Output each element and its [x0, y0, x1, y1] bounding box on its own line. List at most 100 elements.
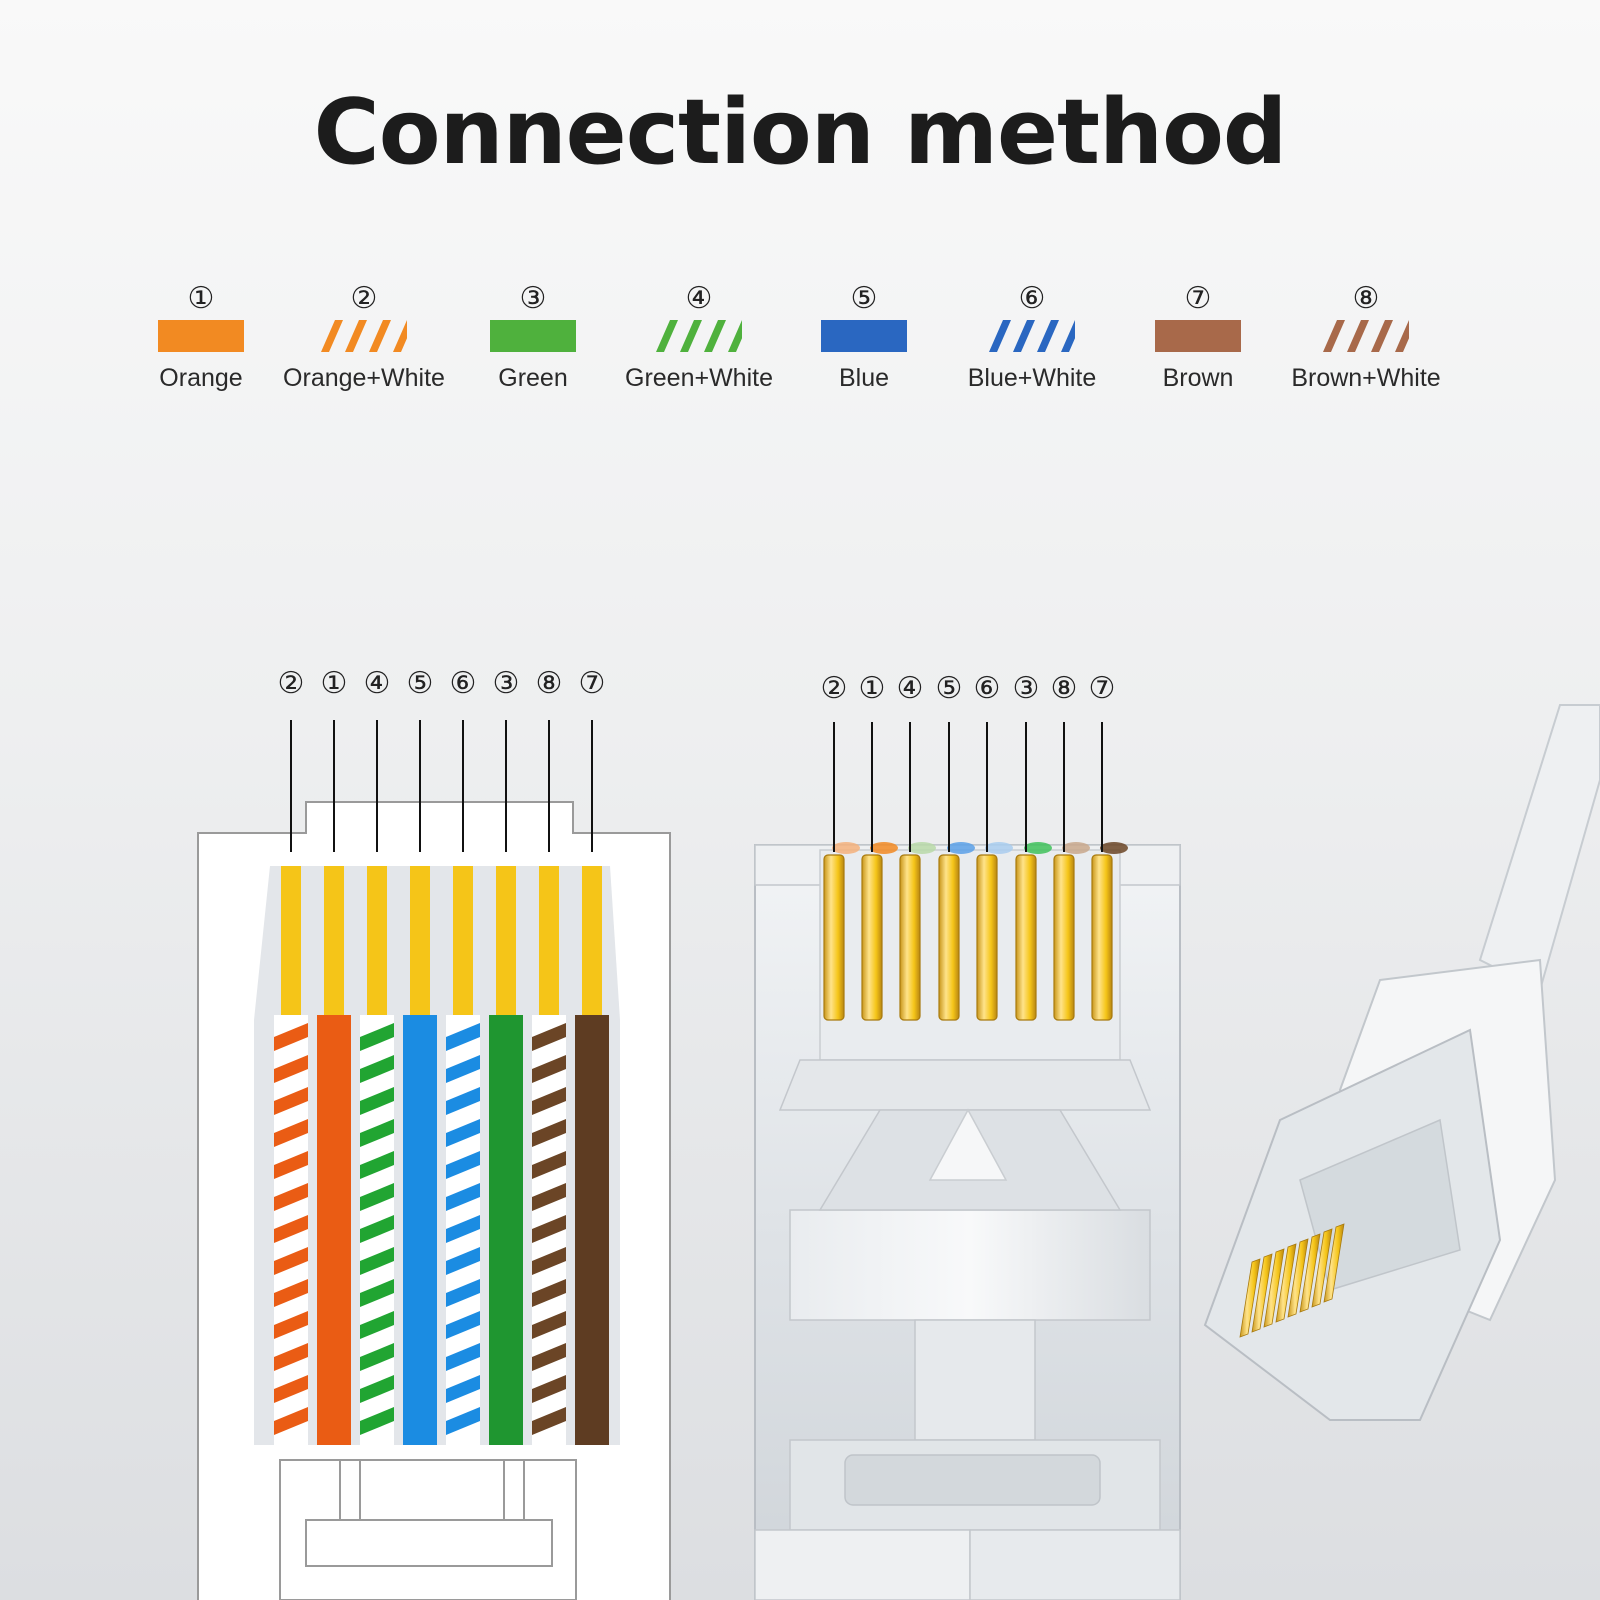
pin-number: ① [858, 671, 886, 706]
rj45-connector-front [754, 722, 1181, 1600]
gold-pin [861, 854, 883, 1021]
legend-item-green-white: ④ Green+White [599, 282, 799, 402]
latch-tab-right [503, 1459, 525, 1521]
wire-stripe [446, 1023, 480, 1051]
pin-number: ⑥ [973, 671, 1001, 706]
wire-solid [403, 1015, 437, 1445]
wire-stripe [446, 1279, 480, 1307]
legend-swatch-brown [1155, 320, 1241, 352]
legend-item-brown-white: ⑧ Brown+White [1266, 282, 1466, 402]
gold-pin [1311, 1228, 1333, 1308]
wire-stripe [532, 1023, 566, 1051]
legend-number: ③ [519, 281, 547, 316]
body-step [778, 1059, 1152, 1111]
pin-number: ⑦ [578, 666, 606, 701]
legend-label: Green+White [625, 364, 773, 392]
legend-swatch-orange [158, 320, 244, 352]
wire-stripe [274, 1247, 308, 1275]
wire-stripe [446, 1247, 480, 1275]
rj45-schematic [197, 720, 671, 1600]
connector-leader-lines [833, 722, 1103, 852]
gold-contact-pins [823, 854, 1113, 1021]
pin-number: ④ [363, 666, 391, 701]
legend-label: Orange+White [283, 364, 445, 392]
pin-number: ⑤ [406, 666, 434, 701]
wire-stripe [360, 1055, 394, 1083]
wire-stripe [360, 1023, 394, 1051]
legend-swatch-green-white [656, 320, 742, 352]
wire-stripe [360, 1279, 394, 1307]
wire-stripe [360, 1183, 394, 1211]
pin-number: ⑤ [935, 671, 963, 706]
rj45-plug-angled [1203, 704, 1600, 1421]
wire-tip [985, 842, 1013, 854]
pin-number: ② [820, 671, 848, 706]
legend-label: Green [498, 364, 568, 392]
wire-stripe [446, 1087, 480, 1115]
wire-stripe [274, 1343, 308, 1371]
base-left [754, 1529, 971, 1600]
wire-stripe [446, 1343, 480, 1371]
gold-pin [1299, 1233, 1321, 1313]
legend-swatch-orange-white [321, 320, 407, 352]
gold-pin [1015, 854, 1037, 1021]
wire-stripe [360, 1311, 394, 1339]
wire-stripe [446, 1407, 480, 1435]
legend-number: ⑧ [1352, 281, 1380, 316]
pin-number: ③ [492, 666, 520, 701]
wire-stripe [446, 1183, 480, 1211]
legend-swatch-green [490, 320, 576, 352]
pin-number: ⑥ [449, 666, 477, 701]
wire-stripe [532, 1311, 566, 1339]
wire-tip [947, 842, 975, 854]
gold-pin [324, 866, 344, 1015]
legend-number: ⑤ [850, 281, 878, 316]
boot-block [914, 1319, 1036, 1441]
gold-pin [1091, 854, 1113, 1021]
wire-stripe [360, 1407, 394, 1435]
wire-stripe [446, 1151, 480, 1179]
wire-tip [870, 842, 898, 854]
latch-tab-left [339, 1459, 361, 1521]
gold-pin [1323, 1223, 1345, 1303]
wire-stripe [532, 1087, 566, 1115]
legend-item-brown: ⑦ Brown [1098, 282, 1298, 402]
wire-stripe [532, 1279, 566, 1307]
gold-pin [582, 866, 602, 1015]
gold-pin [496, 866, 516, 1015]
wire-stripe [446, 1375, 480, 1403]
wire-stripe [274, 1119, 308, 1147]
schematic-wires [274, 1015, 609, 1445]
wire-stripe [360, 1151, 394, 1179]
legend-label: Blue [838, 364, 890, 392]
pin-number: ⑧ [1050, 671, 1078, 706]
schematic-leader-lines [290, 720, 593, 852]
wire-stripe [532, 1055, 566, 1083]
legend-label: Brown+White [1291, 364, 1441, 392]
wire-stripe [274, 1087, 308, 1115]
wire-stripe [360, 1343, 394, 1371]
page-title: Connection method [313, 80, 1288, 185]
gold-pin [938, 854, 960, 1021]
legend-item-green: ③ Green [433, 282, 633, 402]
wire-tip [908, 842, 936, 854]
gold-pin [823, 854, 845, 1021]
gold-pin [1263, 1248, 1285, 1328]
wire-tip [1062, 842, 1090, 854]
wire-stripe [446, 1055, 480, 1083]
pin-number: ⑧ [535, 666, 563, 701]
wire-stripe [532, 1375, 566, 1403]
wire-stripe [360, 1087, 394, 1115]
gold-pin [1053, 854, 1075, 1021]
wire-stripe [274, 1023, 308, 1051]
wire-tip [1024, 842, 1052, 854]
wire-stripe [532, 1407, 566, 1435]
legend-number: ④ [685, 281, 713, 316]
legend-swatch-blue-white [989, 320, 1075, 352]
wire-stripe [274, 1311, 308, 1339]
cable [1478, 704, 1600, 992]
gold-pin [1239, 1258, 1261, 1338]
wire-stripe [274, 1279, 308, 1307]
bottom-slot [844, 1454, 1101, 1506]
